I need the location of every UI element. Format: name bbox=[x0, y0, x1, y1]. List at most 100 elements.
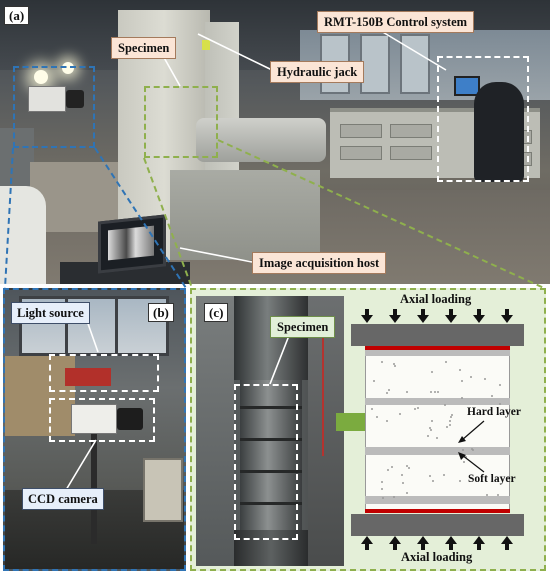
aggregate-dot bbox=[402, 481, 405, 484]
ccd-camera-lens bbox=[117, 408, 143, 430]
aggregate-dot bbox=[443, 404, 446, 407]
light-source-lamp bbox=[34, 70, 48, 84]
window-bar bbox=[115, 296, 118, 356]
control-monitor bbox=[454, 76, 480, 96]
window-bar bbox=[65, 296, 68, 356]
aggregate-dot bbox=[385, 392, 388, 395]
aggregate-dot bbox=[470, 376, 473, 379]
soft-layer-band bbox=[365, 398, 510, 405]
aggregate-dot bbox=[451, 414, 454, 417]
ccd-camera-lens bbox=[66, 90, 84, 108]
camera-highlight-box bbox=[13, 66, 95, 148]
red-end-layer bbox=[365, 346, 510, 350]
panel-b-tag: (b) bbox=[148, 303, 174, 322]
axial-loading-top-label: Axial loading bbox=[400, 292, 472, 306]
down-arrow-icon bbox=[389, 309, 401, 323]
aggregate-dot bbox=[388, 389, 391, 392]
camera-highlight-box bbox=[49, 398, 155, 442]
aggregate-dot bbox=[485, 493, 488, 496]
ccd-camera-label: CCD camera bbox=[22, 488, 104, 510]
window-pane bbox=[400, 34, 430, 94]
specimen-crack bbox=[240, 502, 302, 505]
aggregate-dot bbox=[392, 363, 395, 366]
aggregate-dot bbox=[498, 403, 501, 406]
aggregate-dot bbox=[462, 461, 465, 464]
down-arrow-icon bbox=[473, 309, 485, 323]
aggregate-dot bbox=[380, 487, 383, 490]
panel-a-tag: (a) bbox=[4, 6, 30, 25]
axial-loading-bottom-label: Axial loading bbox=[401, 550, 473, 564]
aggregate-dot bbox=[483, 378, 486, 381]
aggregate-dot bbox=[460, 397, 463, 400]
photo-background bbox=[308, 296, 344, 566]
aggregate-dot bbox=[460, 380, 463, 383]
hard-layer-label: Hard layer bbox=[467, 406, 521, 418]
aggregate-dot bbox=[429, 475, 432, 478]
aggregate-dot bbox=[449, 423, 452, 426]
down-arrow-icon bbox=[501, 309, 513, 323]
aggregate-dot bbox=[431, 480, 434, 483]
layered-rock-specimen bbox=[365, 350, 510, 509]
aggregate-dot bbox=[406, 465, 409, 468]
light-source-label: Light source bbox=[11, 302, 90, 324]
panel-a-lab-photo bbox=[0, 0, 550, 284]
aggregate-dot bbox=[470, 447, 473, 450]
ccd-camera-body bbox=[71, 404, 117, 434]
aggregate-dot bbox=[386, 420, 389, 423]
cabinet bbox=[5, 356, 75, 436]
laptop-screen-image bbox=[108, 225, 154, 261]
testing-machine-base bbox=[170, 170, 320, 260]
aggregate-dot bbox=[370, 408, 373, 411]
specimen-crack bbox=[240, 406, 302, 409]
red-end-layer bbox=[365, 509, 510, 513]
down-arrow-icon bbox=[445, 309, 457, 323]
aggregate-dot bbox=[495, 478, 498, 481]
up-arrow-icon bbox=[417, 536, 429, 550]
aggregate-dot bbox=[390, 466, 393, 469]
aggregate-dot bbox=[426, 435, 429, 438]
aggregate-dot bbox=[386, 469, 389, 472]
aggregate-dot bbox=[393, 495, 395, 498]
aggregate-dot bbox=[449, 419, 452, 422]
aggregate-dot bbox=[436, 436, 439, 439]
aggregate-dot bbox=[406, 491, 408, 494]
aggregate-dot bbox=[437, 390, 440, 393]
aggregate-dot bbox=[429, 428, 432, 431]
aggregate-dot bbox=[496, 493, 499, 496]
aggregate-dot bbox=[430, 390, 433, 393]
aggregate-dot bbox=[373, 379, 376, 382]
window-pane bbox=[360, 34, 390, 94]
aggregate-dot bbox=[459, 479, 462, 482]
aggregate-dot bbox=[382, 496, 385, 499]
aggregate-dot bbox=[413, 408, 416, 411]
aggregate-dot bbox=[445, 426, 448, 429]
aggregate-dot bbox=[401, 474, 404, 477]
up-arrow-icon bbox=[501, 536, 513, 550]
aggregate-dot bbox=[458, 368, 461, 371]
down-arrow-icon bbox=[417, 309, 429, 323]
soft-layer-band bbox=[365, 447, 510, 455]
specimen-crack bbox=[240, 438, 302, 441]
equipment-box bbox=[143, 458, 183, 522]
specimen-crack bbox=[240, 470, 302, 473]
person-figure bbox=[0, 186, 46, 284]
aggregate-dot bbox=[429, 427, 432, 430]
specimen-callout: Specimen bbox=[111, 37, 177, 59]
cabinet-drawer bbox=[340, 146, 382, 160]
up-arrow-icon bbox=[445, 536, 457, 550]
cabinet-drawer bbox=[390, 124, 432, 138]
aggregate-dot bbox=[381, 360, 384, 363]
photo-background bbox=[196, 296, 234, 566]
aggregate-dot bbox=[399, 413, 402, 416]
cabinet-drawer bbox=[390, 146, 432, 160]
soft-layer-band bbox=[365, 496, 510, 504]
aggregate-dot bbox=[444, 361, 447, 364]
aggregate-dot bbox=[449, 415, 452, 418]
aggregate-dot bbox=[490, 395, 493, 398]
upper-loading-plate bbox=[351, 324, 524, 346]
c-specimen-label: Specimen bbox=[270, 316, 336, 338]
specimen-photo bbox=[196, 296, 344, 566]
warning-tag bbox=[202, 40, 210, 50]
light-source-unit bbox=[65, 368, 111, 386]
